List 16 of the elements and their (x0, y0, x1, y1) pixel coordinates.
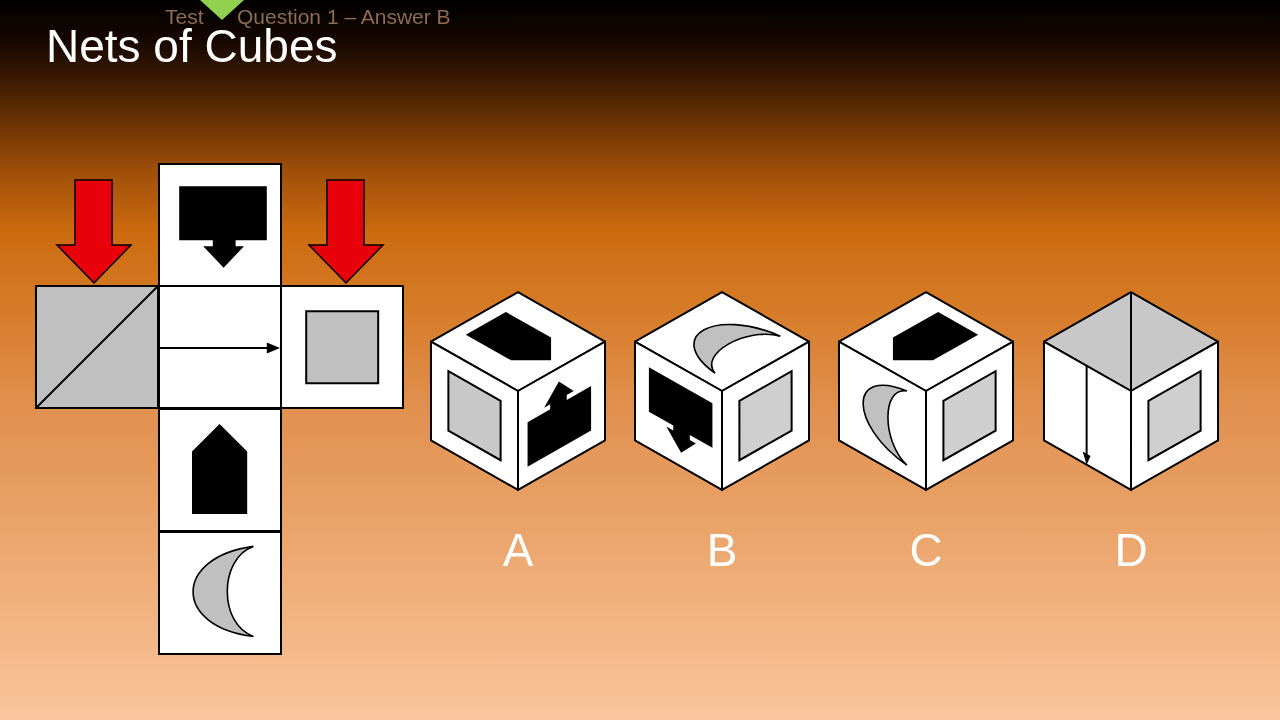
net-face (280, 285, 404, 409)
net-face (158, 531, 282, 655)
cube-drawing (837, 290, 1015, 492)
cube-drawing (633, 290, 811, 492)
option-letter: A (502, 532, 534, 569)
title: Nets of Cubes (46, 28, 338, 65)
cube-drawing (429, 290, 607, 492)
header-text: Question 1 – Answer B (237, 8, 451, 27)
cube-drawing (1042, 290, 1220, 492)
option-letter: D (1114, 532, 1148, 569)
net-face (158, 285, 282, 409)
net-face (158, 163, 282, 287)
header-text: Test (165, 8, 204, 27)
net-face (158, 408, 282, 532)
option-letter: B (706, 532, 738, 569)
option-letter: C (909, 532, 943, 569)
